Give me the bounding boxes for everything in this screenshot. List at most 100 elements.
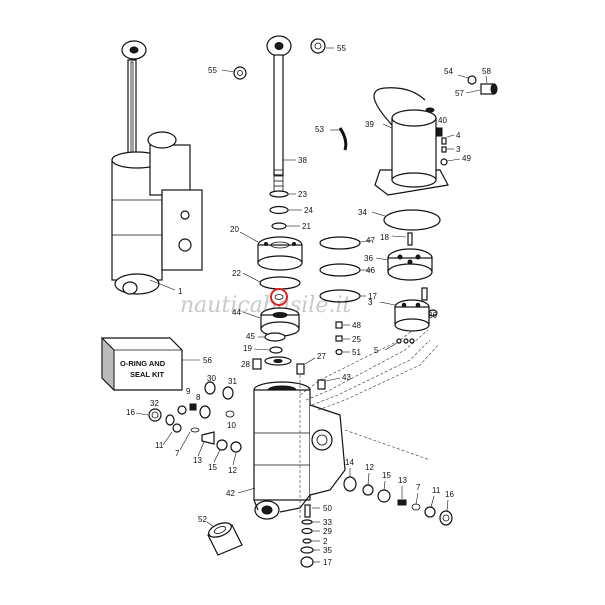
callout-11b: 11 [432, 486, 441, 495]
callout-33: 33 [323, 518, 332, 527]
callout-5: 5 [374, 346, 379, 355]
screw-5c [409, 338, 415, 344]
callout-16b: 16 [445, 490, 454, 499]
piston-ring-45 [264, 332, 286, 342]
callout-45: 45 [246, 332, 255, 341]
kit-label-line1: O-RING AND [120, 359, 166, 368]
highlighted-part-marker [270, 288, 288, 306]
callout-18: 18 [380, 233, 389, 242]
callout-12b: 12 [365, 463, 374, 472]
bushing-52 [207, 522, 243, 556]
callout-30: 30 [207, 374, 216, 383]
callout-4: 4 [456, 131, 461, 140]
rod-washer [269, 190, 289, 198]
callout-29: 29 [323, 527, 332, 536]
callout-19: 19 [243, 344, 252, 353]
callout-7b: 7 [416, 483, 421, 492]
oring-seal-kit-box: O-RING AND SEAL KIT [101, 336, 183, 392]
callout-26: 26 [428, 311, 437, 320]
callout-14: 14 [345, 458, 354, 467]
rod-seal [271, 222, 287, 230]
washer-3 [441, 146, 447, 153]
dowel-18 [407, 232, 413, 246]
callout-15b: 15 [382, 471, 391, 480]
callout-40: 40 [438, 116, 447, 125]
left-valve-parts [148, 381, 242, 453]
callout-56: 56 [203, 356, 212, 365]
kit-label-line2: SEAL KIT [130, 370, 164, 379]
callout-55a: 55 [208, 66, 217, 75]
screw-40 [436, 127, 443, 137]
pump-base [394, 287, 430, 332]
main-trim-cylinder [253, 381, 346, 520]
fitting-28 [252, 358, 262, 370]
callout-36: 36 [364, 254, 373, 263]
washer-25 [335, 335, 343, 342]
callout-1: 1 [178, 287, 183, 296]
oring-54 [467, 75, 477, 85]
callout-57: 57 [455, 89, 464, 98]
callout-27: 27 [317, 352, 326, 361]
oring-46 [319, 263, 361, 277]
callout-21: 21 [302, 222, 311, 231]
callout-35: 35 [323, 546, 332, 555]
fitting-48 [335, 321, 343, 329]
oring-22 [259, 276, 301, 290]
callout-42: 42 [226, 489, 235, 498]
callout-11a: 11 [155, 441, 164, 450]
screw-5b [403, 338, 409, 344]
callout-34: 34 [358, 208, 367, 217]
bushing-55-right [310, 38, 326, 54]
callout-17a: 17 [368, 292, 377, 301]
callout-3b: 3 [368, 298, 373, 307]
callout-55b: 55 [337, 44, 346, 53]
callout-49: 49 [462, 154, 471, 163]
callout-12a: 12 [228, 466, 237, 475]
plug-43 [317, 379, 326, 390]
callout-51: 51 [352, 348, 361, 357]
callout-20: 20 [230, 225, 239, 234]
callout-8: 8 [196, 393, 201, 402]
assembled-trim-unit [111, 40, 203, 295]
callout-13a: 13 [193, 456, 202, 465]
callout-48: 48 [352, 321, 361, 330]
callout-24: 24 [304, 206, 313, 215]
callout-53: 53 [315, 125, 324, 134]
washer-19 [269, 346, 283, 354]
hydraulic-pump [387, 248, 433, 281]
callout-7a: 7 [175, 449, 180, 458]
callout-47: 47 [366, 236, 375, 245]
callout-52: 52 [198, 515, 207, 524]
callout-23: 23 [298, 190, 307, 199]
rod-oring [269, 205, 289, 215]
callout-17b: 17 [323, 558, 332, 567]
callout-16a: 16 [126, 408, 135, 417]
callout-58: 58 [482, 67, 491, 76]
callout-38: 38 [298, 156, 307, 165]
callout-28: 28 [241, 360, 250, 369]
callout-22: 22 [232, 269, 241, 278]
callout-44: 44 [232, 308, 241, 317]
hydraulic-path-lines [299, 324, 439, 520]
bleed-screw [296, 363, 305, 375]
bottom-valve-stack [300, 504, 314, 568]
electric-motor [373, 87, 449, 196]
plug-26 [428, 309, 438, 317]
callout-31: 31 [228, 377, 237, 386]
callout-46: 46 [366, 266, 375, 275]
oring-47 [319, 236, 361, 250]
callout-39: 39 [365, 120, 374, 129]
callout-32: 32 [150, 399, 159, 408]
callout-54: 54 [444, 67, 453, 76]
callout-10: 10 [227, 421, 236, 430]
bushing-55-left [233, 66, 247, 80]
screw-5a [396, 338, 402, 344]
piston [260, 307, 300, 337]
callout-2: 2 [323, 537, 328, 546]
oring-34 [383, 209, 441, 231]
trim-ram-rod [266, 35, 292, 193]
right-valve-parts [343, 476, 453, 526]
callout-43: 43 [342, 373, 351, 382]
